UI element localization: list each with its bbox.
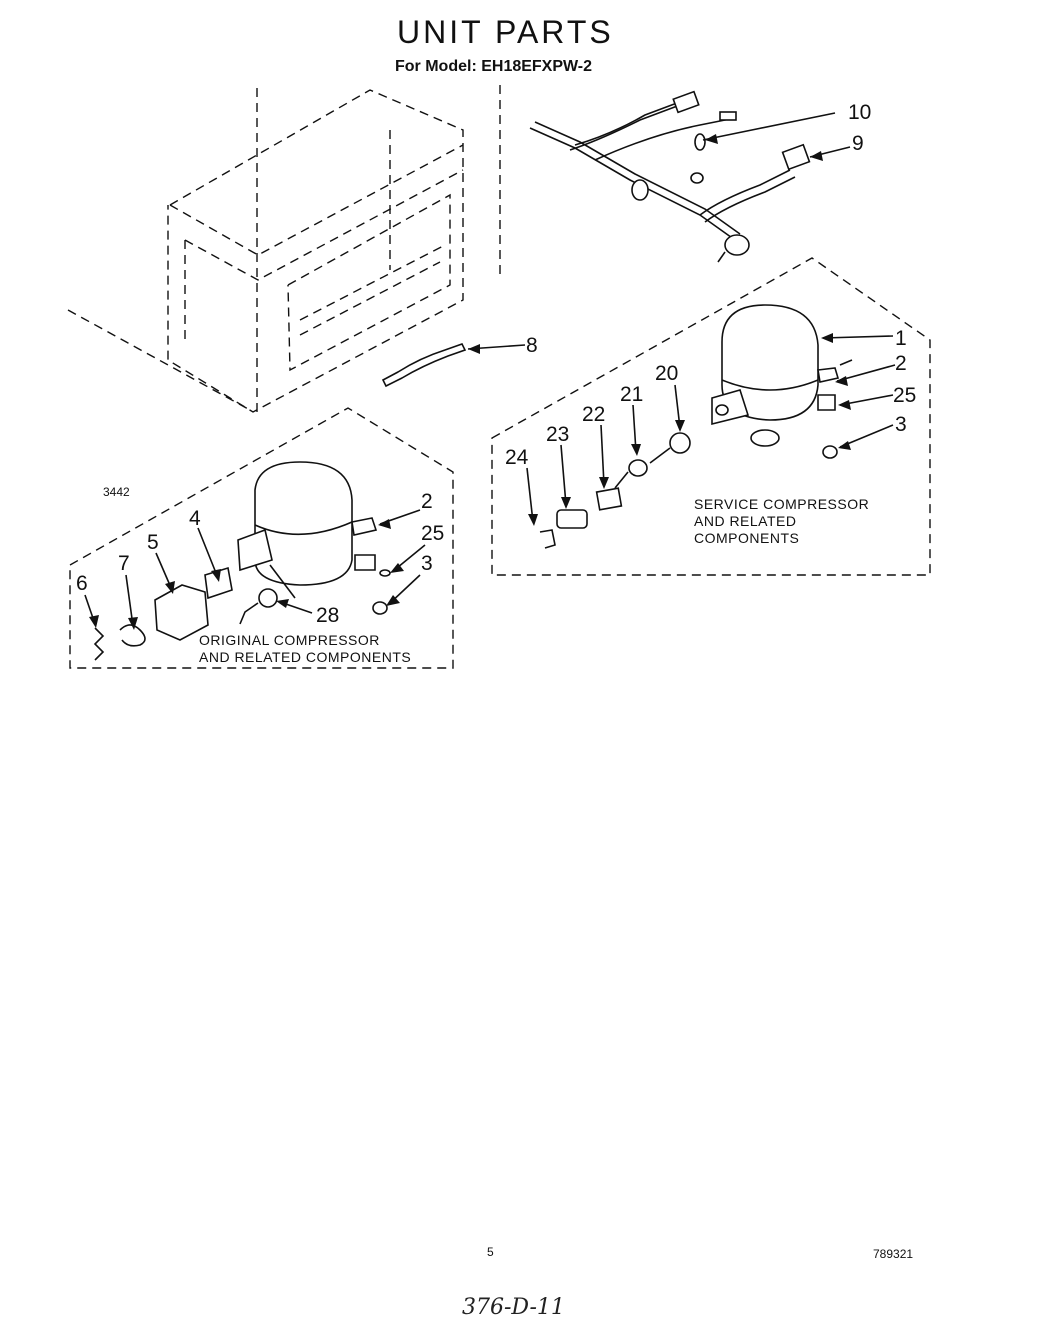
handwritten-note: 376-D-11 — [462, 1295, 565, 1320]
callout-3: 3 — [421, 552, 433, 575]
callout-2: 2 — [895, 352, 907, 375]
callout-22: 22 — [582, 403, 605, 426]
model-subtitle: For Model: EH18EFXPW-2 — [395, 58, 593, 75]
callout-7: 7 — [118, 552, 130, 575]
callout-24: 24 — [505, 446, 529, 469]
callout-10: 10 — [848, 101, 871, 124]
callout-2: 2 — [421, 490, 433, 513]
callout-8: 8 — [526, 334, 538, 357]
callout-1: 1 — [895, 327, 907, 350]
service-components — [526, 384, 691, 549]
callout-25: 25 — [893, 384, 916, 407]
wire-harness-part — [529, 90, 851, 263]
doc-number: 789321 — [873, 1247, 913, 1261]
service-compressor-part — [711, 304, 896, 459]
callout-23: 23 — [546, 423, 569, 446]
original-caption-line1: ORIGINAL COMPRESSOR — [199, 632, 380, 648]
callout-4: 4 — [189, 507, 201, 530]
callout-3: 3 — [895, 413, 907, 436]
original-group-border — [69, 407, 454, 669]
page-title: UNIT PARTS — [397, 14, 614, 50]
callout-21: 21 — [620, 383, 643, 406]
original-caption-line2: AND RELATED COMPONENTS — [199, 649, 411, 665]
service-group-border — [491, 257, 931, 576]
service-caption-line3: COMPONENTS — [694, 530, 799, 546]
original-compressor-part — [84, 461, 426, 661]
service-caption-line1: SERVICE COMPRESSOR — [694, 496, 869, 512]
callout-5: 5 — [147, 531, 159, 554]
drier-part — [381, 343, 526, 388]
callout-6: 6 — [76, 572, 88, 595]
callout-20: 20 — [655, 362, 678, 385]
page-number: 5 — [487, 1245, 494, 1259]
cabinet-outline — [67, 85, 501, 413]
section-id: 3442 — [103, 485, 130, 499]
callout-9: 9 — [852, 132, 864, 155]
callout-25: 25 — [421, 522, 444, 545]
callout-28: 28 — [316, 604, 339, 627]
service-caption-line2: AND RELATED — [694, 513, 796, 529]
